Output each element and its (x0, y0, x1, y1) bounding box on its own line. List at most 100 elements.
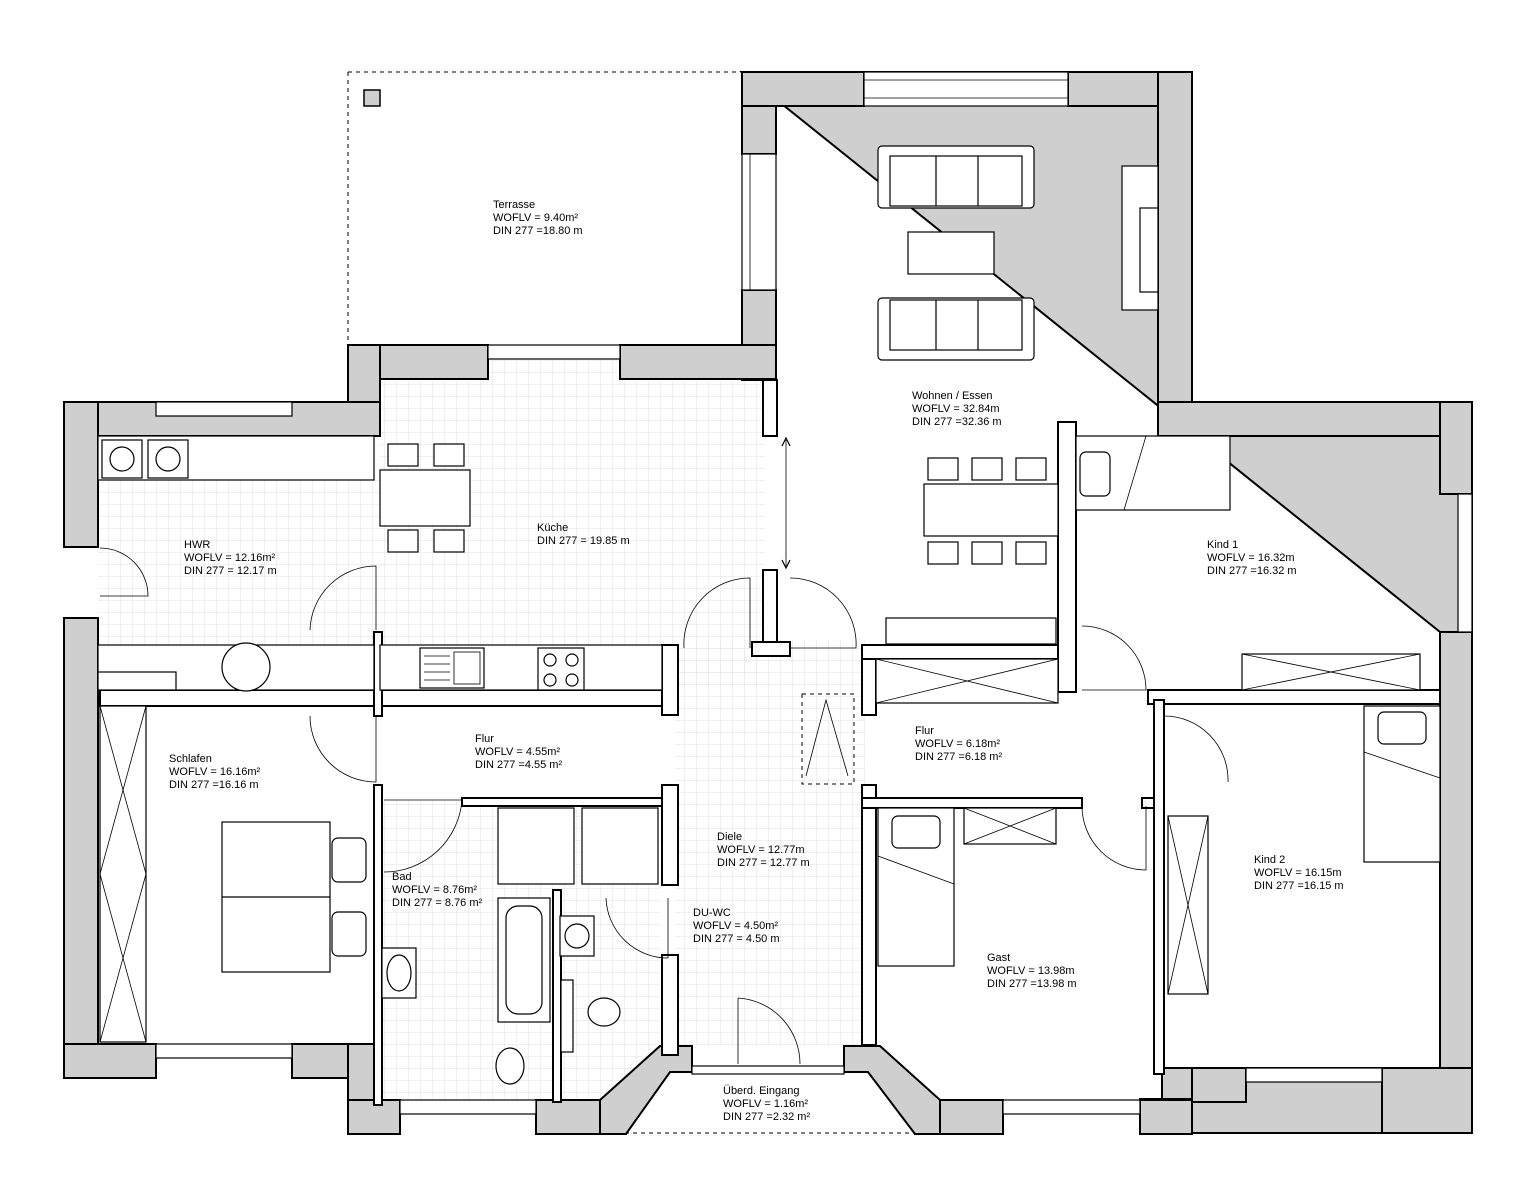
room-din: DIN 277 =18.80 m (493, 225, 583, 237)
room-name: Schlafen (169, 753, 212, 765)
wardrobe-icon (1167, 815, 1209, 995)
doors (99, 436, 1229, 1065)
single-bed-icon (877, 807, 955, 967)
room-name: Bad (392, 871, 412, 883)
room-wofl: WOFLV = 12.77m (717, 844, 805, 856)
room-wofl: WOFLV = 6.18m² (915, 738, 1001, 750)
room-name: Überd. Eingang (723, 1085, 800, 1097)
door-swing-icon (383, 799, 463, 873)
cabinet-icon (963, 807, 1057, 845)
room-name: Flur (475, 733, 494, 745)
door-swing-icon (789, 577, 857, 649)
room-din: DIN 277 = 19.85 m (537, 535, 630, 547)
room-wofl: WOFLV = 1.16m² (723, 1098, 809, 1110)
dining-table-icon (923, 457, 1059, 565)
room-wofl: WOFLV = 16.16m² (169, 766, 261, 778)
skylight-icon (801, 693, 855, 785)
terrace-post-icon (363, 89, 381, 107)
room-wofl: WOFLV = 16.32m (1207, 552, 1295, 564)
room-din: DIN 277 =16.32 m (1207, 565, 1297, 577)
terrace-outline (347, 71, 742, 345)
outer-walls (63, 71, 1473, 1135)
door-swing-icon (737, 997, 801, 1065)
room-name: Flur (915, 725, 934, 737)
door-swing-icon (99, 547, 149, 597)
room-wofl: WOFLV = 16.15m (1254, 867, 1342, 879)
wardrobe-icon (1241, 653, 1421, 691)
bathtub-icon (497, 897, 551, 1023)
single-bed-icon (1363, 705, 1441, 863)
sofa-icon (877, 145, 1035, 209)
room-label-flur-1: Flur WOFLV = 4.55m² DIN 277 =4.55 m² (475, 733, 562, 772)
room-wofl: WOFLV = 12.16m² (184, 552, 276, 564)
room-label-terrasse: Terrasse WOFLV = 9.40m² DIN 277 =18.80 m (493, 199, 583, 238)
room-din: DIN 277 = 8.76 m² (392, 897, 483, 909)
door-swing-icon (605, 897, 669, 959)
room-name: Diele (717, 831, 743, 843)
room-din: DIN 277 =13.98 m (987, 978, 1077, 990)
single-bed-icon (1075, 435, 1231, 511)
door-swing-icon (683, 577, 751, 649)
shower-icon (581, 807, 659, 885)
furniture (97, 145, 1441, 1085)
inner-walls (97, 379, 1441, 1106)
room-din: DIN 277 =4.55 m² (475, 759, 563, 771)
toilet-icon (495, 1047, 525, 1085)
room-wofl: WOFLV = 32.84m (912, 403, 1000, 415)
room-din: DIN 277 =6.18 m² (915, 751, 1003, 763)
washbasin-icon (381, 947, 417, 999)
washer-icon (97, 435, 375, 481)
door-swing-icon (1081, 805, 1147, 871)
shower-icon (497, 807, 575, 885)
room-wofl: WOFLV = 4.50m² (693, 920, 779, 932)
room-label-gast: Gast WOFLV = 13.98m DIN 277 =13.98 m (987, 952, 1077, 991)
room-name: DU-WC (693, 907, 731, 919)
room-din: DIN 277 = 4.50 m (693, 933, 780, 945)
room-label-eingang: Überd. Eingang WOFLV = 1.16m² DIN 277 =2… (723, 1085, 810, 1124)
door-swing-icon (1081, 625, 1147, 691)
room-din: DIN 277 =16.15 m (1254, 880, 1344, 892)
coffee-table-icon (907, 231, 995, 275)
cabinet-icon (875, 658, 1059, 704)
room-name: Kind 2 (1254, 854, 1286, 866)
room-wofl: WOFLV = 13.98m (987, 965, 1075, 977)
door-swing-icon (1163, 715, 1229, 783)
room-label-bad: Bad WOFLV = 8.76m² DIN 277 = 8.76 m² (392, 871, 482, 910)
toilet-icon (587, 997, 621, 1027)
room-din: DIN 277 =16.16 m (169, 779, 259, 791)
wardrobe-icon (99, 705, 147, 1043)
room-name: HWR (184, 539, 211, 551)
room-name: Gast (987, 952, 1011, 964)
double-bed-icon (221, 821, 367, 973)
room-label-kind2: Kind 2 WOFLV = 16.15m DIN 277 =16.15 m (1254, 854, 1344, 893)
room-label-flur-2: Flur WOFLV = 6.18m² DIN 277 =6.18 m² (915, 725, 1002, 764)
windows (155, 71, 1473, 1115)
kitchen-counter-icon (379, 644, 663, 691)
tiled-floors (98, 360, 865, 1100)
room-din: DIN 277 =32.36 m (912, 416, 1002, 428)
room-wofl: WOFLV = 4.55m² (475, 746, 561, 758)
door-swing-icon (309, 565, 377, 631)
room-wofl: WOFLV = 8.76m² (392, 884, 478, 896)
room-name: Terrasse (493, 199, 536, 211)
room-label-schlafen: Schlafen WOFLV = 16.16m² DIN 277 =16.16 … (169, 753, 260, 792)
room-din: DIN 277 = 12.77 m (717, 857, 810, 869)
room-label-kind1: Kind 1 WOFLV = 16.32m DIN 277 =16.32 m (1207, 539, 1297, 578)
cabinet-icon (885, 617, 1057, 645)
boiler-icon (221, 642, 271, 692)
room-label-diele: Diele WOFLV = 12.77m DIN 277 = 12.77 m (717, 831, 810, 870)
kitchen-table-icon (379, 443, 471, 553)
room-din: DIN 277 =2.32 m² (723, 1111, 811, 1123)
door-swing-icon (309, 715, 377, 783)
room-label-hwr: HWR WOFLV = 12.16m² DIN 277 = 12.17 m (184, 539, 277, 578)
room-din: DIN 277 = 12.17 m (184, 565, 277, 577)
room-label-kueche: Küche DIN 277 = 19.85 m (537, 522, 630, 548)
wc-basin-icon (559, 915, 595, 957)
sofa-icon (877, 297, 1035, 361)
room-name: Wohnen / Essen (912, 390, 993, 402)
room-wofl: WOFLV = 9.40m² (493, 212, 579, 224)
sideboard-icon (1121, 165, 1159, 311)
room-label-duwc: DU-WC WOFLV = 4.50m² DIN 277 = 4.50 m (693, 907, 780, 946)
room-name: Kind 1 (1207, 539, 1239, 551)
